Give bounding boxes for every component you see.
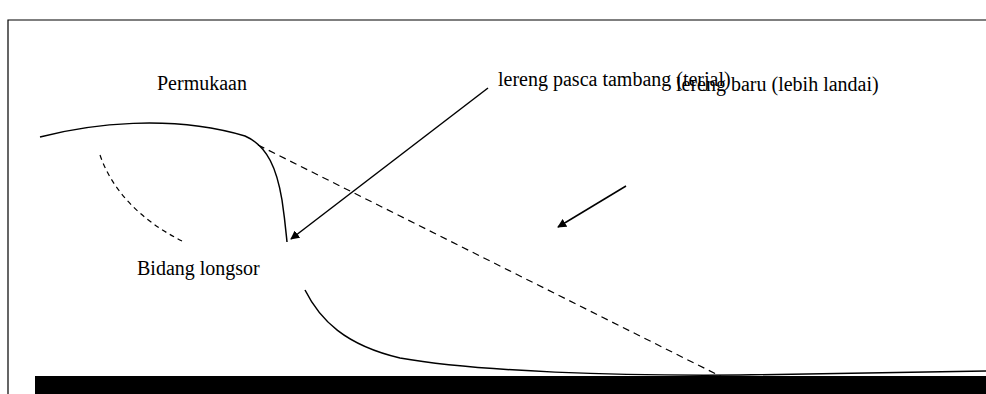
new-gentle-slope <box>258 145 722 377</box>
slip-surface <box>100 155 182 241</box>
callout-label: lereng baru (lebih landai) <box>676 73 879 96</box>
surface-label: Permukaan <box>157 72 247 95</box>
base-bar <box>35 376 986 394</box>
slope-toe-surface <box>305 290 986 375</box>
figure-frame <box>8 20 986 394</box>
leader-arrow <box>558 186 626 227</box>
ground-surface-steep-slope <box>40 123 287 242</box>
slip-plane-label: Bidang longsor <box>137 257 260 280</box>
leader-arrow <box>291 88 488 239</box>
